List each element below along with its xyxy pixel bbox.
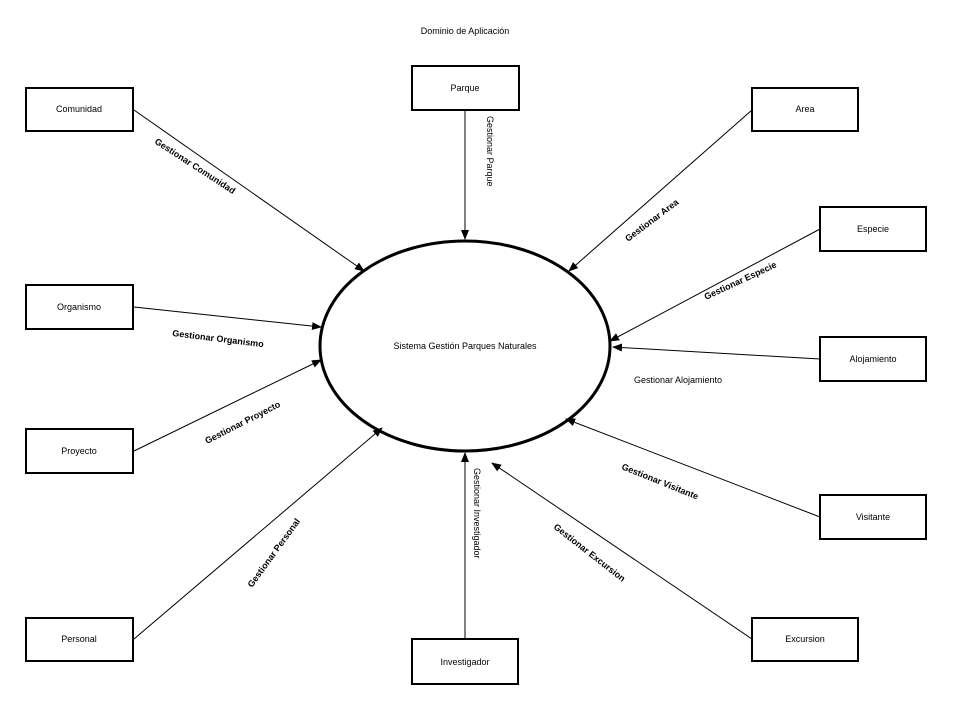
- entity-label-investigador: Investigador: [440, 657, 489, 667]
- entity-proyecto: Proyecto: [25, 428, 134, 474]
- flow-label-especie: Gestionar Especie: [703, 260, 778, 302]
- entity-investigador: Investigador: [411, 638, 519, 685]
- flow-label-organismo: Gestionar Organismo: [172, 328, 265, 349]
- entity-label-comunidad: Comunidad: [56, 104, 102, 114]
- flow-line-visitante: [565, 418, 821, 518]
- entity-organismo: Organismo: [25, 284, 134, 330]
- flow-line-organismo: [133, 306, 322, 331]
- entity-parque: Parque: [411, 65, 520, 111]
- entity-label-excursion: Excursion: [785, 634, 825, 644]
- entity-label-visitante: Visitante: [856, 512, 890, 522]
- flow-line-especie: [609, 228, 821, 342]
- entity-label-parque: Parque: [450, 83, 479, 93]
- diagram-title: Dominio de Aplicación: [421, 26, 510, 36]
- entity-label-alojamiento: Alojamiento: [849, 354, 896, 364]
- flow-line-excursion: [491, 462, 753, 640]
- flow-line-area: [568, 109, 753, 272]
- flow-label-excursion: Gestionar Excursion: [552, 522, 628, 584]
- flow-line-comunidad: [133, 109, 365, 272]
- entity-especie: Especie: [819, 206, 927, 252]
- entity-excursion: Excursion: [751, 617, 859, 662]
- flow-label-personal: Gestionar Personal: [246, 517, 303, 590]
- entity-alojamiento: Alojamiento: [819, 336, 927, 382]
- flow-label-area: Gestionar Area: [623, 196, 681, 243]
- flow-line-proyecto: [133, 359, 322, 452]
- flow-line-alojamiento: [612, 343, 821, 360]
- entity-label-proyecto: Proyecto: [61, 446, 97, 456]
- flow-line-personal: [133, 427, 383, 640]
- entity-label-personal: Personal: [61, 634, 97, 644]
- system-label: Sistema Gestión Parques Naturales: [393, 341, 537, 351]
- entity-comunidad: Comunidad: [25, 87, 134, 132]
- flow-lines: [133, 109, 821, 640]
- entity-personal: Personal: [25, 617, 134, 662]
- entity-label-especie: Especie: [857, 224, 889, 234]
- entity-area: Area: [751, 87, 859, 132]
- flow-label-alojamiento: Gestionar Alojamiento: [634, 375, 722, 385]
- flow-label-parque: Gestionar Parque: [485, 116, 495, 187]
- system-process: Sistema Gestión Parques Naturales: [318, 239, 612, 453]
- flow-label-comunidad: Gestionar Comunidad: [153, 136, 237, 196]
- flow-label-visitante: Gestionar Visitante: [620, 462, 700, 502]
- entity-visitante: Visitante: [819, 494, 927, 540]
- entity-label-area: Area: [795, 104, 814, 114]
- flow-label-investigador: Gestionar Investigador: [472, 468, 482, 559]
- flow-label-proyecto: Gestionar Proyecto: [203, 399, 282, 446]
- entity-label-organismo: Organismo: [57, 302, 101, 312]
